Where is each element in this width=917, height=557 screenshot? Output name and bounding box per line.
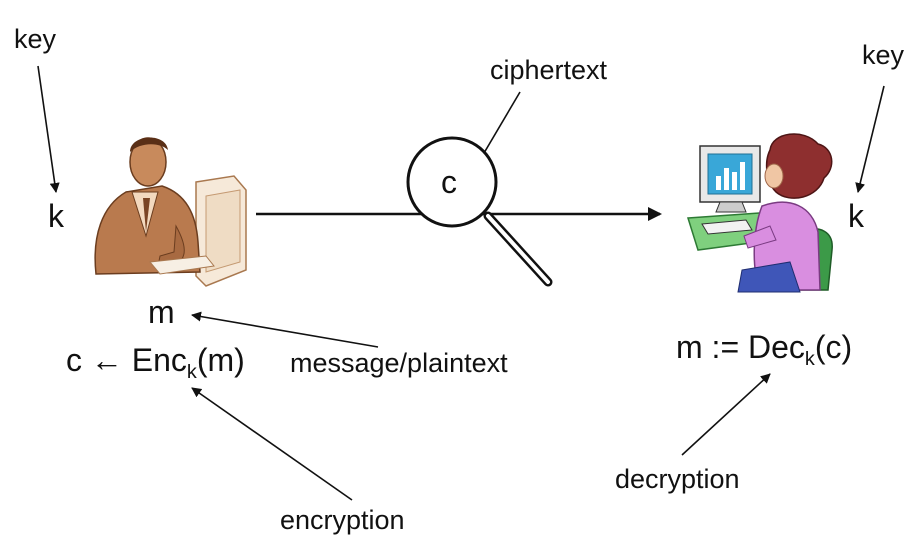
plaintext-arrow — [191, 311, 379, 348]
encryption-arrow — [191, 387, 353, 501]
decryption-formula-subscript: k — [804, 347, 815, 370]
key-right-arrow — [855, 85, 885, 193]
magnifying-glass-icon — [406, 136, 553, 287]
decryption-formula-suffix: (c) — [814, 329, 853, 365]
decryption-arrow — [681, 373, 771, 456]
encryption-label: encryption — [280, 505, 405, 535]
k-label-left: k — [48, 198, 64, 234]
ciphertext-c-label: c — [441, 164, 457, 200]
message-m-label: m — [148, 294, 175, 330]
receiver-woman-at-computer-icon — [687, 133, 833, 293]
sender-person-at-computer-icon — [94, 137, 247, 287]
k-label-right: k — [848, 198, 864, 234]
encryption-formula: c ← Enck(m) — [66, 344, 245, 383]
ciphertext-label: ciphertext — [490, 55, 608, 85]
encryption-formula-subscript: k — [186, 360, 197, 383]
decryption-formula: m := Deck(c) — [676, 331, 852, 370]
key-label-right: key — [862, 40, 905, 70]
key-left-arrow — [37, 65, 60, 193]
message-plaintext-label: message/plaintext — [290, 348, 508, 378]
decryption-formula-prefix: m := Dec — [676, 329, 805, 365]
decryption-label: decryption — [615, 464, 740, 494]
encryption-formula-prefix: c ← Enc — [66, 342, 187, 378]
encryption-formula-suffix: (m) — [196, 342, 245, 378]
key-label-left: key — [14, 24, 57, 54]
